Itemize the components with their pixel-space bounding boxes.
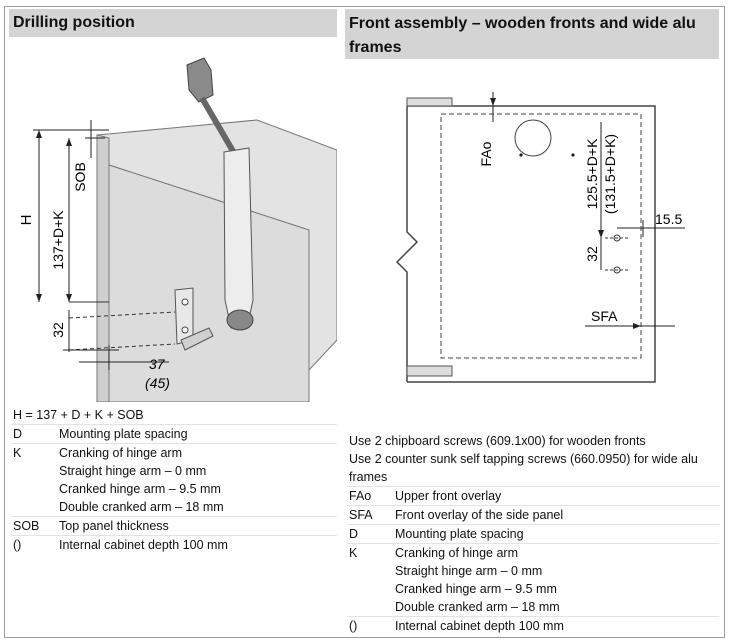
legend-value: Internal cabinet depth 100 mm bbox=[59, 538, 228, 552]
hinge-arm-icon bbox=[186, 57, 214, 103]
legend-row: K Cranking of hinge arm bbox=[347, 543, 719, 562]
legend-key: SOB bbox=[13, 519, 40, 533]
32-dimension-label: 32 bbox=[50, 322, 66, 338]
legend-value: Internal cabinet depth 100 mm bbox=[395, 619, 564, 633]
legend-row: D Mounting plate spacing bbox=[347, 524, 719, 543]
legend-key bbox=[11, 498, 59, 516]
fao-dimension-label: FAo bbox=[478, 141, 494, 166]
sfa-dimension-label: SFA bbox=[591, 308, 618, 324]
legend-value: Front overlay of the side panel bbox=[395, 508, 564, 522]
drilling-position-panel: Drilling position bbox=[9, 9, 337, 37]
legend-value: Mounting plate spacing bbox=[59, 427, 188, 441]
15-5-dimension-label: 15.5 bbox=[655, 211, 682, 227]
legend-value: Top panel thickness bbox=[59, 519, 169, 533]
legend-key: K bbox=[349, 546, 358, 560]
note-text: Use 2 chipboard screws (609.1x00) for wo… bbox=[349, 434, 646, 448]
legend-row: Cranked hinge arm – 9.5 mm bbox=[347, 580, 719, 598]
bore-hole-icon bbox=[514, 119, 552, 157]
legend-value: Upper front overlay bbox=[395, 489, 502, 503]
legend-value: Cranking of hinge arm bbox=[59, 446, 182, 460]
legend-key: D bbox=[13, 427, 23, 441]
legend-row: Double cranked arm – 18 mm bbox=[11, 498, 337, 516]
37-dimension-label: 37 bbox=[149, 356, 166, 372]
legend-value: Straight hinge arm – 0 mm bbox=[59, 464, 207, 478]
formula-row: H = 137 + D + K + SOB bbox=[11, 406, 337, 424]
32-dimension-label-right: 32 bbox=[584, 246, 600, 262]
legend-key: FAo bbox=[349, 489, 372, 503]
legend-row: Double cranked arm – 18 mm bbox=[347, 598, 719, 616]
front-assembly-legend: Use 2 chipboard screws (609.1x00) for wo… bbox=[347, 432, 719, 635]
sob-dimension-label: SOB bbox=[72, 162, 88, 192]
legend-value: Straight hinge arm – 0 mm bbox=[395, 564, 543, 578]
legend-key: D bbox=[349, 527, 359, 541]
legend-row: () Internal cabinet depth 100 mm bbox=[11, 535, 337, 554]
front-assembly-title: Front assembly – wooden fronts and wide … bbox=[345, 9, 719, 59]
legend-key bbox=[347, 562, 395, 580]
legend-value: Double cranked arm – 18 mm bbox=[395, 600, 560, 614]
note-row: Use 2 counter sunk self tapping screws (… bbox=[347, 450, 719, 486]
legend-row: K Cranking of hinge arm bbox=[11, 443, 337, 462]
125dk-dimension-label: 125.5+D+K bbox=[584, 138, 600, 209]
legend-row: SOB Top panel thickness bbox=[11, 516, 337, 535]
front-assembly-panel: Front assembly – wooden fronts and wide … bbox=[345, 9, 719, 59]
legend-key: () bbox=[13, 538, 22, 552]
legend-value: Cranking of hinge arm bbox=[395, 546, 518, 560]
legend-key bbox=[347, 580, 395, 598]
front-assembly-figure: FAo 125.5+D+K (131.5+D+K) 15.5 32 SFA bbox=[345, 62, 719, 392]
legend-row: () Internal cabinet depth 100 mm bbox=[347, 616, 719, 635]
note-text: Use 2 counter sunk self tapping screws (… bbox=[349, 452, 698, 484]
legend-row: FAo Upper front overlay bbox=[347, 486, 719, 505]
drilling-position-figure: H SOB 137+D+K 32 37 (45) bbox=[9, 40, 337, 402]
legend-row: Straight hinge arm – 0 mm bbox=[11, 462, 337, 480]
legend-value: Double cranked arm – 18 mm bbox=[59, 500, 224, 514]
drilling-legend: H = 137 + D + K + SOB D Mounting plate sp… bbox=[11, 406, 337, 554]
legend-key bbox=[11, 462, 59, 480]
legend-key: K bbox=[13, 446, 22, 460]
lift-mechanism-icon bbox=[223, 147, 254, 329]
legend-key bbox=[347, 598, 395, 616]
legend-row: SFA Front overlay of the side panel bbox=[347, 505, 719, 524]
drilling-position-title: Drilling position bbox=[9, 9, 337, 37]
45-dimension-label: (45) bbox=[145, 375, 170, 391]
137dk-dimension-label: 137+D+K bbox=[50, 210, 66, 270]
legend-row: Cranked hinge arm – 9.5 mm bbox=[11, 480, 337, 498]
legend-key bbox=[11, 480, 59, 498]
legend-row: D Mounting plate spacing bbox=[11, 424, 337, 443]
legend-row: Straight hinge arm – 0 mm bbox=[347, 562, 719, 580]
legend-value: Mounting plate spacing bbox=[395, 527, 524, 541]
note-row: Use 2 chipboard screws (609.1x00) for wo… bbox=[347, 432, 719, 450]
legend-value: Cranked hinge arm – 9.5 mm bbox=[395, 582, 557, 596]
legend-key: SFA bbox=[349, 508, 373, 522]
legend-value: Cranked hinge arm – 9.5 mm bbox=[59, 482, 221, 496]
131dk-dimension-label: (131.5+D+K) bbox=[602, 134, 618, 214]
legend-key: () bbox=[349, 619, 358, 633]
h-dimension-label: H bbox=[18, 215, 35, 226]
formula-text: H = 137 + D + K + SOB bbox=[13, 408, 144, 422]
